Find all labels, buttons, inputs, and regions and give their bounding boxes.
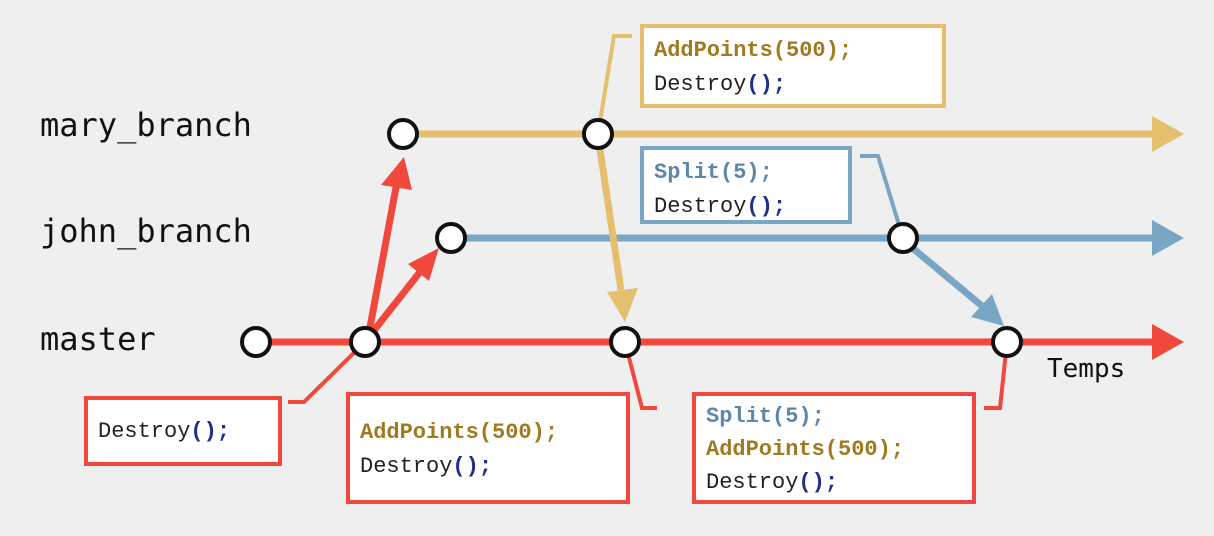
- code-argument-value: 500: [786, 38, 826, 63]
- code-line: Destroy();: [706, 466, 962, 499]
- code-argument-value: 5: [785, 404, 799, 429]
- code-semicolon: ;: [772, 72, 787, 97]
- code-function-name: Destroy: [706, 470, 799, 495]
- code-box-master-third: Split(5);AddPoints(500);Destroy();: [692, 392, 976, 504]
- code-semicolon: ;: [216, 419, 231, 444]
- merge-arrow-mary-to-master: [594, 135, 625, 291]
- branch-label-mary: mary_branch: [40, 106, 252, 144]
- callout-leader-master-destroy: [288, 340, 367, 404]
- code-line: Destroy();: [360, 450, 616, 484]
- commit-node-john-1: [435, 222, 467, 254]
- code-arguments: (5): [772, 404, 812, 429]
- john-branch-arrowhead: [1152, 220, 1184, 256]
- code-box-john-commit: Split(5);Destroy();: [640, 146, 852, 224]
- code-function-name: AddPoints: [654, 38, 773, 63]
- merge-arrow-mary-to-master-head: [607, 288, 638, 322]
- code-function-name: Split: [706, 404, 773, 429]
- mary-branch-arrowhead: [1152, 116, 1184, 152]
- code-parentheses: (): [190, 419, 217, 444]
- code-line: Split(5);: [654, 156, 838, 190]
- code-function-name: Destroy: [654, 194, 747, 219]
- time-axis-label: Temps: [1047, 354, 1126, 384]
- code-semicolon: ;: [544, 420, 559, 445]
- branch-label-john: john_branch: [40, 212, 252, 250]
- code-parentheses: (): [798, 470, 825, 495]
- code-semicolon: ;: [838, 38, 853, 63]
- callout-leader-john-box: [860, 154, 905, 239]
- code-box-master-second: AddPoints(500);Destroy();: [346, 392, 630, 504]
- code-function-name: Destroy: [360, 454, 453, 479]
- commit-node-master-1: [240, 326, 272, 358]
- merge-arrow-john-to-master-head: [971, 294, 1004, 326]
- callout-leader-master-third: [984, 341, 1009, 410]
- code-parentheses: (): [452, 454, 479, 479]
- code-line: Destroy();: [654, 68, 932, 102]
- code-line: AddPoints(500);: [360, 416, 616, 450]
- commit-node-master-3: [609, 326, 641, 358]
- branch-arrow-to-mary-head: [381, 157, 412, 190]
- code-box-master-first: Destroy();: [84, 396, 282, 466]
- code-semicolon: ;: [759, 160, 773, 185]
- code-semicolon: ;: [772, 194, 787, 219]
- code-semicolon: ;: [890, 437, 905, 462]
- code-semicolon: ;: [478, 454, 493, 479]
- commit-node-mary-2: [582, 118, 614, 150]
- code-parentheses: (): [746, 72, 773, 97]
- code-line: Split(5);: [706, 400, 962, 433]
- code-box-mary-commit: AddPoints(500);Destroy();: [640, 24, 946, 108]
- branch-arrow-to-mary: [364, 181, 401, 339]
- commit-node-master-2: [349, 326, 381, 358]
- master-branch-arrowhead: [1152, 324, 1184, 360]
- code-parentheses: (): [746, 194, 773, 219]
- code-semicolon: ;: [824, 470, 839, 495]
- code-function-name: Split: [654, 160, 721, 185]
- code-argument-value: 500: [492, 420, 532, 445]
- code-function-name: Destroy: [98, 419, 191, 444]
- callout-leader-master-second: [623, 341, 657, 410]
- code-semicolon: ;: [811, 404, 825, 429]
- code-function-name: AddPoints: [360, 420, 479, 445]
- branch-arrow-to-john: [365, 269, 423, 341]
- branch-arrow-to-john-head: [408, 248, 439, 281]
- merge-arrow-john-to-master: [900, 237, 985, 309]
- code-line: AddPoints(500);: [654, 34, 932, 68]
- code-arguments: (5): [720, 160, 760, 185]
- code-arguments: (500): [772, 38, 839, 63]
- code-line: Destroy();: [654, 190, 838, 224]
- code-line: Destroy();: [98, 406, 268, 458]
- commit-node-john-2: [887, 222, 919, 254]
- code-line: AddPoints(500);: [706, 433, 962, 466]
- code-arguments: (500): [824, 437, 891, 462]
- code-function-name: Destroy: [654, 72, 747, 97]
- code-arguments: (500): [478, 420, 545, 445]
- code-argument-value: 5: [733, 160, 747, 185]
- code-argument-value: 500: [838, 437, 878, 462]
- branch-label-master: master: [40, 320, 156, 358]
- commit-node-master-4: [991, 326, 1023, 358]
- callout-leader-mary-box: [596, 34, 632, 135]
- commit-node-mary-1: [387, 118, 419, 150]
- code-function-name: AddPoints: [706, 437, 825, 462]
